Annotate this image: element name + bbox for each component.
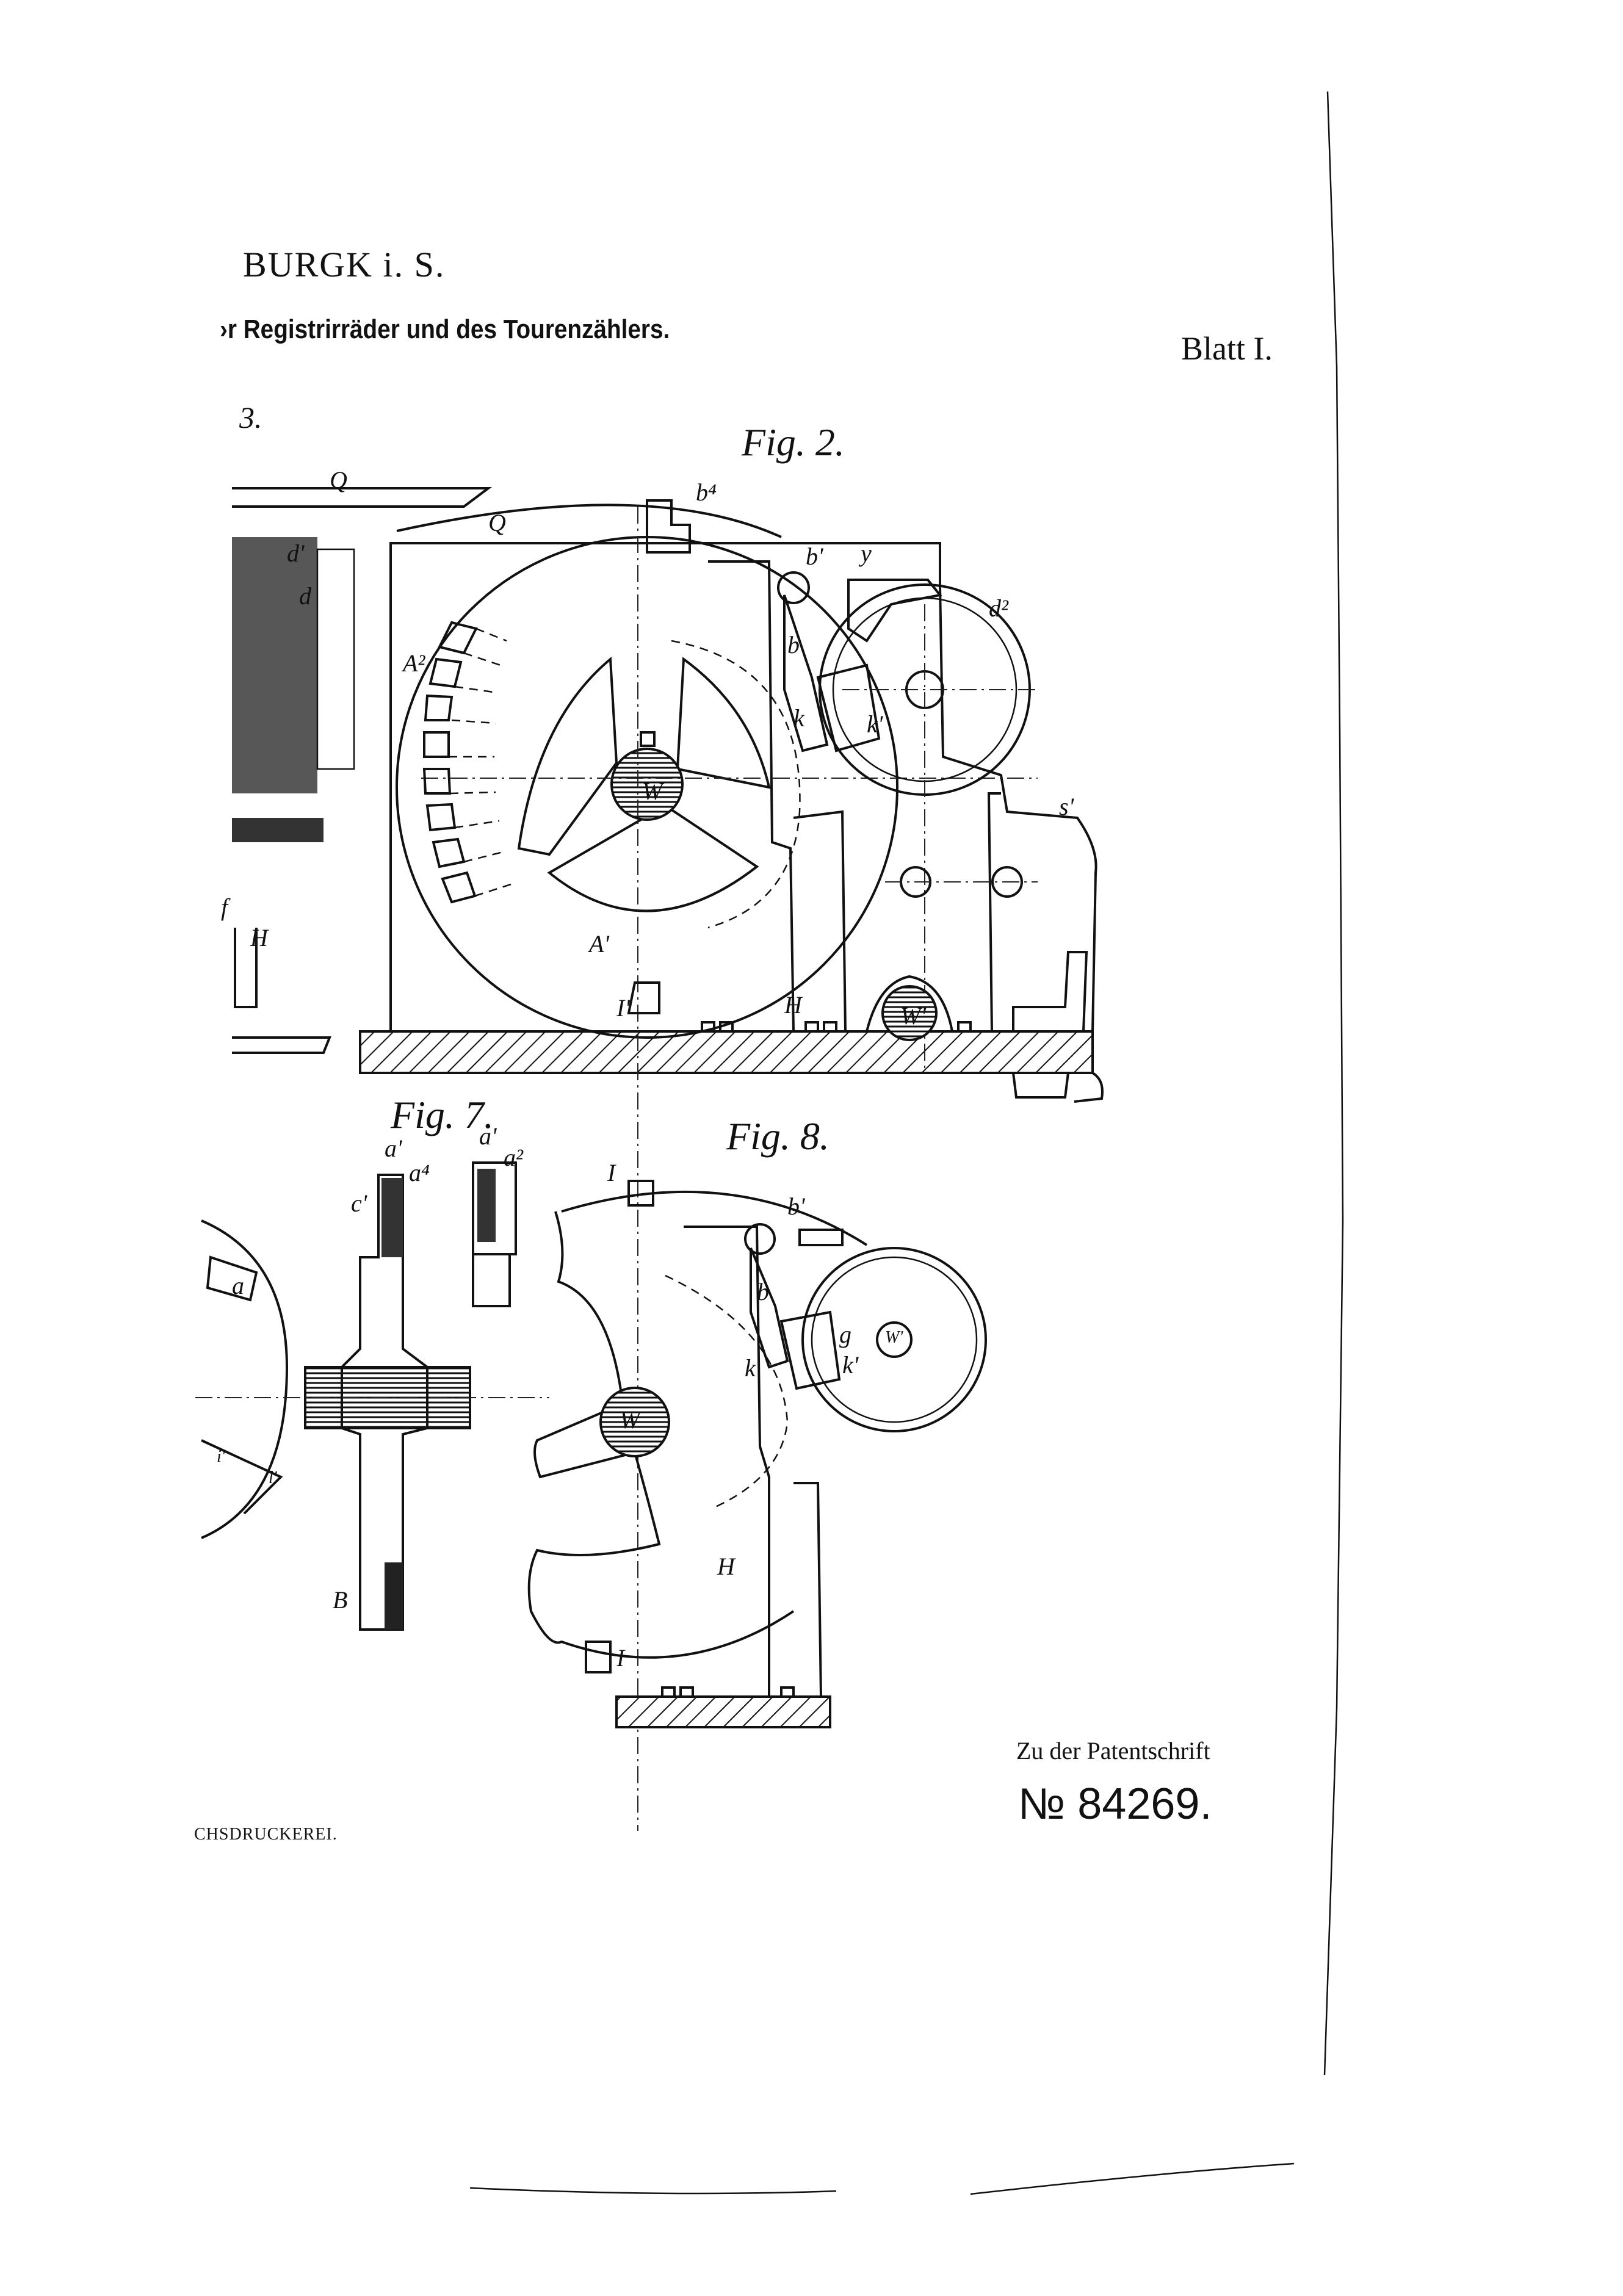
label-k: k [793,704,805,732]
label-f: f [221,893,231,921]
label-k-fig8: k [745,1354,756,1382]
label-k1: k' [867,710,884,738]
label-l1: l' [269,1468,278,1487]
label-a4: a⁴ [409,1159,430,1186]
fig2-base [359,1030,1094,1074]
label-W: W [642,778,665,805]
printer-imprint: CHSDRUCKEREI. [194,1825,338,1844]
label-a1-b: a' [479,1122,497,1150]
fig8-label: Fig. 8. [726,1114,830,1158]
label-b1: b' [806,543,824,570]
label-H-left: H [250,924,269,951]
label-I: I [607,1159,616,1186]
fig2-label: Fig. 2. [742,421,845,464]
label-I1: I' [616,994,631,1022]
label-Q: Q [330,466,347,494]
label-i1: i' [217,1447,226,1466]
label-b4: b⁴ [696,478,717,506]
footer-caption: Zu der Patentschrift [1016,1737,1210,1764]
label-I-fig8: I [616,1644,626,1672]
label-A1: A' [587,930,610,958]
label-H-fig8: H [717,1553,736,1580]
label-s1: s' [1059,793,1075,820]
fig2-register-segments [422,621,513,904]
label-c1: c' [351,1190,368,1217]
label-W1: W' [900,1002,927,1030]
fig2-hub [610,748,684,821]
fig8-roller [801,1247,987,1432]
fig3-fragment-number: 3. [239,400,262,435]
label-b-fig8: b [757,1278,769,1305]
label-y: y [858,540,872,567]
patent-number: № 84269. [1018,1780,1212,1828]
sheet-number: Blatt I. [1181,330,1273,367]
label-d2: d² [989,594,1009,622]
drawing-letter-labels: W W' H H H A' A² I' b b' b⁴ k k' k k' g … [217,466,1075,1672]
label-a: a [232,1272,244,1299]
label-b1-fig8: b' [787,1193,806,1220]
label-H: H [784,991,803,1019]
label-B: B [333,1586,347,1614]
header-place: BURGK i. S. [243,245,446,284]
fig2-drawing [232,487,1104,1831]
label-k1-fig8: k' [842,1351,859,1379]
label-d1: d' [287,540,305,567]
sheet-edge-bottom [469,2162,1295,2195]
label-g: g [839,1321,851,1348]
fig7-label: Fig. 7. [391,1093,494,1136]
fig2-frame [389,542,1097,1032]
label-a1: a' [385,1135,403,1162]
label-A2: A² [401,649,425,677]
label-d: d [299,582,312,610]
label-b: b [787,631,800,659]
sheet-edge [1323,91,1344,2076]
label-Q2: Q [488,509,506,536]
label-a2: a² [504,1144,524,1171]
label-W1-fig8: W' [885,1328,903,1347]
header-title: ›r Registrirräder und des Tourenzählers. [220,314,670,344]
fig8-drawing [527,1180,987,1728]
fig8-base [615,1695,831,1728]
label-W-fig8: W [620,1406,642,1434]
fig7-drawing [195,1161,549,1631]
